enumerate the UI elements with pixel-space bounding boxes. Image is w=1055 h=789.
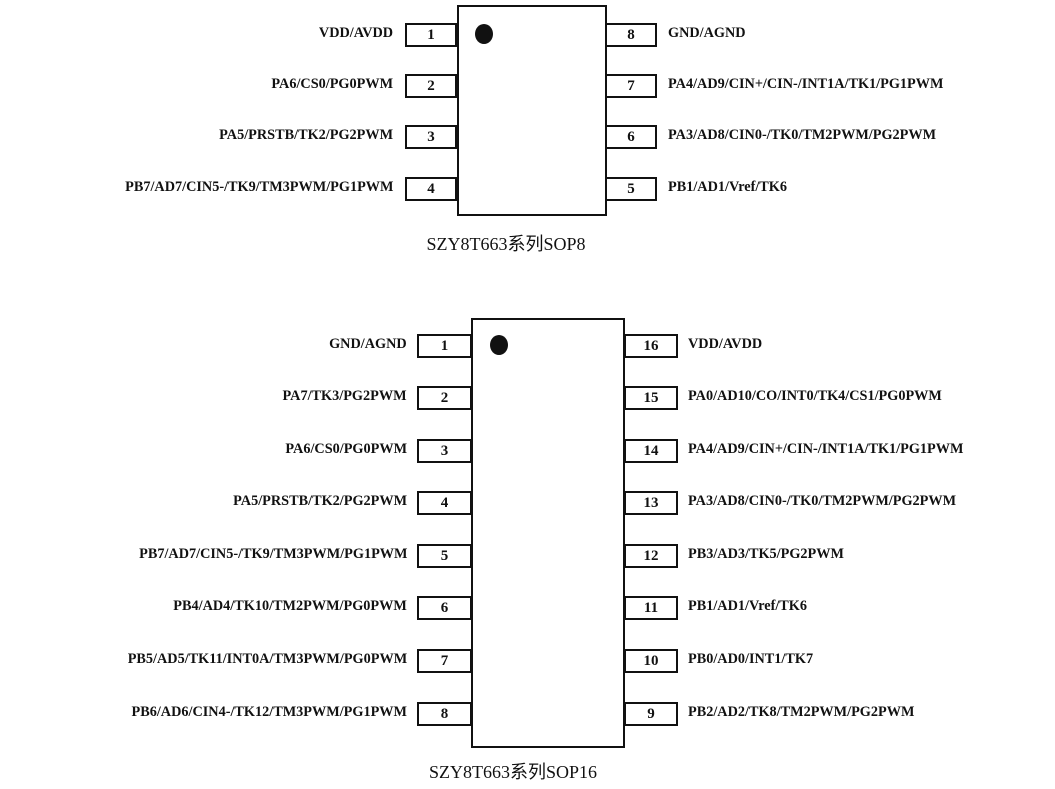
package-caption: SZY8T663系列SOP8 — [426, 234, 586, 254]
pin-label: PB0/AD0/INT1/TK7 — [688, 651, 814, 667]
pin-label: GND/AGND — [329, 336, 407, 352]
pin-box: 10 — [624, 649, 678, 673]
package-caption: SZY8T663系列SOP16 — [428, 762, 598, 782]
pin1-marker-dot — [475, 24, 493, 44]
pin-box: 7 — [417, 649, 472, 673]
pin-label: PA4/AD9/CIN+/CIN-/INT1A/TK1/PG1PWM — [668, 76, 944, 92]
pin-box: 7 — [605, 74, 657, 98]
pin-box: 3 — [405, 125, 457, 149]
pin-box: 9 — [624, 702, 678, 726]
pin-label: PA7/TK3/PG2PWM — [282, 388, 407, 404]
pin-box: 13 — [624, 491, 678, 515]
pin-label: VDD/AVDD — [318, 25, 393, 41]
pin-label: PA3/AD8/CIN0-/TK0/TM2PWM/PG2PWM — [688, 493, 957, 509]
pin1-marker-dot — [490, 335, 508, 355]
pin-box: 2 — [405, 74, 457, 98]
pin-box: 15 — [624, 386, 678, 410]
pin-label: VDD/AVDD — [688, 336, 763, 352]
pin-box: 8 — [417, 702, 472, 726]
pin-label: PB2/AD2/TK8/TM2PWM/PG2PWM — [688, 704, 915, 720]
pin-label: PB6/AD6/CIN4-/TK12/TM3PWM/PG1PWM — [131, 704, 407, 720]
pin-box: 11 — [624, 596, 678, 620]
pin-label: PA5/PRSTB/TK2/PG2PWM — [233, 493, 407, 509]
pin-label: PB4/AD4/TK10/TM2PWM/PG0PWM — [173, 598, 407, 614]
pin-label: PB3/AD3/TK5/PG2PWM — [688, 546, 844, 562]
pin-label: PA0/AD10/CO/INT0/TK4/CS1/PG0PWM — [688, 388, 942, 404]
pin-box: 8 — [605, 23, 657, 47]
pin-box: 14 — [624, 439, 678, 463]
pin-label: PA4/AD9/CIN+/CIN-/INT1A/TK1/PG1PWM — [688, 441, 964, 457]
pin-label: PA3/AD8/CIN0-/TK0/TM2PWM/PG2PWM — [668, 127, 937, 143]
pin-box: 3 — [417, 439, 472, 463]
pin-box: 16 — [624, 334, 678, 358]
pin-box: 6 — [417, 596, 472, 620]
pin-box: 1 — [405, 23, 457, 47]
pin-label: PA6/CS0/PG0PWM — [285, 441, 407, 457]
pin-label: PB1/AD1/Vref/TK6 — [668, 179, 788, 195]
pin-label: PB7/AD7/CIN5-/TK9/TM3PWM/PG1PWM — [138, 546, 407, 562]
pin-box: 5 — [605, 177, 657, 201]
pin-label: PA5/PRSTB/TK2/PG2PWM — [219, 127, 393, 143]
pin-label: GND/AGND — [668, 25, 746, 41]
pin-box: 4 — [417, 491, 472, 515]
pin-box: 12 — [624, 544, 678, 568]
chip-body — [471, 318, 625, 748]
pin-box: 4 — [405, 177, 457, 201]
pin-box: 1 — [417, 334, 472, 358]
pin-label: PB7/AD7/CIN5-/TK9/TM3PWM/PG1PWM — [124, 179, 393, 195]
pin-label: PB1/AD1/Vref/TK6 — [688, 598, 808, 614]
pin-label: PA6/CS0/PG0PWM — [271, 76, 393, 92]
pin-box: 2 — [417, 386, 472, 410]
pin-box: 5 — [417, 544, 472, 568]
pin-box: 6 — [605, 125, 657, 149]
pin-label: PB5/AD5/TK11/INT0A/TM3PWM/PG0PWM — [127, 651, 407, 667]
